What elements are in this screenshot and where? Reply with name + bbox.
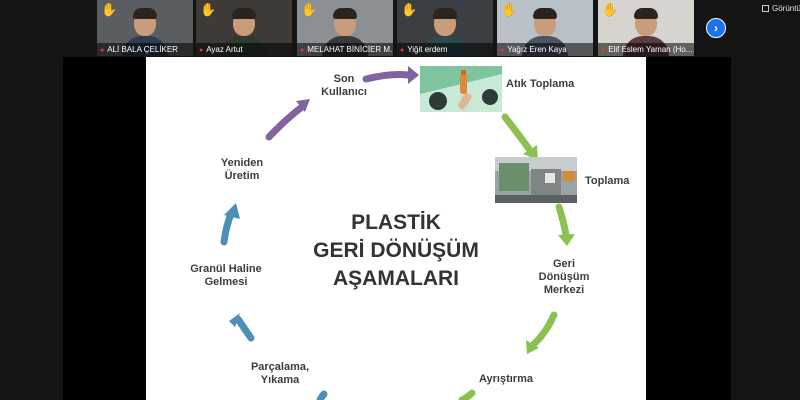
raise-hand-icon: ✋ — [101, 2, 118, 17]
participant-tile[interactable]: ✋ ●Ayaz Artut — [196, 0, 292, 56]
arrow-yeniden-to-son — [265, 103, 306, 141]
participant-tile[interactable]: ✋ ●ALİ BALA ÇELİKER — [97, 0, 193, 56]
arrowhead-yeniden — [224, 203, 240, 219]
raise-hand-icon: ✋ — [602, 2, 619, 17]
participant-name: Elif Eslem Yaman (Ho... — [608, 45, 693, 54]
step-label-granul: Granül Haline Gelmesi — [190, 263, 262, 288]
step-label-merkez: Geri Dönüşüm Merkezi — [538, 258, 590, 296]
participant-name-bar: ●Ayaz Artut — [196, 43, 292, 56]
raise-hand-icon: ✋ — [501, 2, 518, 17]
arrowhead-merkez — [558, 234, 575, 246]
arrow-edge-to-parcalama — [316, 390, 328, 400]
arrow-atik-to-toplama — [501, 113, 533, 153]
raise-hand-icon: ✋ — [401, 2, 418, 17]
arrowhead-atik — [408, 66, 419, 84]
arrowhead-granul — [229, 313, 240, 327]
participant-tile[interactable]: ✋ ●Yağız Eren Kaya — [497, 0, 593, 56]
view-button-label: Görüntü — [772, 4, 800, 13]
participant-tile[interactable]: ✋ ●Elif Eslem Yaman (Ho... — [598, 0, 694, 56]
participant-name: Yağız Eren Kaya — [507, 45, 567, 54]
mic-muted-icon: ● — [100, 47, 105, 54]
cycle-arrows — [220, 66, 575, 400]
step-label-toplama: Toplama — [585, 175, 630, 187]
mic-muted-icon: ● — [500, 47, 505, 54]
participant-name: ALİ BALA ÇELİKER — [107, 45, 178, 54]
step-label-parcalama: Parçalama, Yıkama — [250, 361, 310, 386]
collection-truck-image — [495, 157, 577, 203]
arrow-merkez-to-ayristirma — [529, 311, 558, 349]
arrow-toplama-to-merkez — [555, 203, 570, 239]
mic-muted-icon: ● — [199, 47, 204, 54]
arrowhead-toplama — [523, 145, 538, 160]
participant-name-bar: ●ALİ BALA ÇELİKER — [97, 43, 193, 56]
mic-muted-icon: ● — [601, 47, 606, 54]
next-participants-button[interactable]: › — [706, 18, 726, 38]
slide: PLASTİK GERİ DÖNÜŞÜM AŞAMALARI Son Kulla… — [146, 57, 646, 400]
arrowhead-ayristirma — [526, 340, 539, 354]
view-button[interactable]: Görüntü — [762, 4, 800, 13]
step-label-atik: Atık Toplama — [506, 78, 575, 90]
participant-name: MELAHAT BİNİCİER M... — [307, 45, 393, 54]
participant-name-bar: ●Elif Eslem Yaman (Ho... — [598, 43, 694, 56]
arrow-son-to-atik — [362, 71, 412, 83]
raise-hand-icon: ✋ — [301, 2, 318, 17]
participant-hair — [333, 8, 357, 19]
step-label-son: Son Kullanıcı — [321, 73, 367, 98]
participant-name-bar: ●Yiğit erdem — [397, 43, 493, 56]
participant-name-bar: ●MELAHAT BİNİCİER M... — [297, 43, 393, 56]
participant-name: Ayaz Artut — [206, 45, 243, 54]
raise-hand-icon: ✋ — [200, 2, 217, 17]
mic-muted-icon: ● — [300, 47, 305, 54]
participant-strip: ✋●ALİ BALA ÇELİKER ✋●Ayaz Artut ✋●MELAHA… — [0, 0, 800, 57]
arrow-ayristirma-to-edge — [458, 389, 476, 400]
step-label-yeniden: Yeniden Üretim — [220, 157, 264, 182]
slide-title: PLASTİK GERİ DÖNÜŞÜM AŞAMALARI — [313, 211, 479, 290]
mic-muted-icon: ● — [400, 47, 405, 54]
step-label-ayristirma: Ayrıştırma — [478, 373, 533, 385]
grid-icon — [762, 5, 769, 12]
waste-collection-image — [420, 66, 502, 112]
arrowhead-son — [296, 99, 310, 112]
participant-hair — [133, 8, 157, 19]
participant-name-bar: ●Yağız Eren Kaya — [497, 43, 593, 56]
participant-hair — [232, 8, 256, 19]
participant-name: Yiğit erdem — [407, 45, 448, 54]
participant-hair — [433, 8, 457, 19]
participant-hair — [634, 8, 658, 19]
arrow-parcalama-to-granul — [234, 315, 255, 342]
participant-tile[interactable]: ✋ ●Yiğit erdem — [397, 0, 493, 56]
participant-hair — [533, 8, 557, 19]
participant-tile[interactable]: ✋ ●MELAHAT BİNİCİER M... — [297, 0, 393, 56]
